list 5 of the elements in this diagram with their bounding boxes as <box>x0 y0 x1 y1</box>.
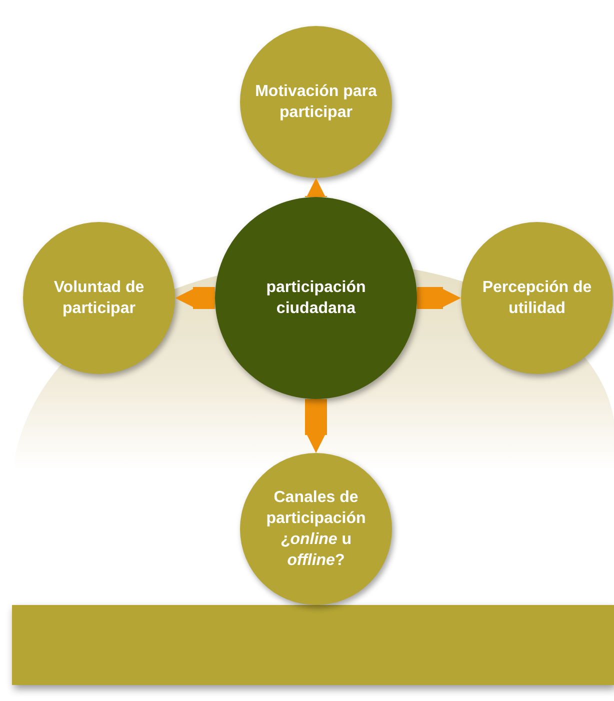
node-label: Motivación para participar <box>254 82 378 123</box>
node-label: Percepción de utilidad <box>481 278 593 319</box>
node-label: Voluntad de participar <box>52 278 146 319</box>
node-label: participación ciudadana <box>265 278 367 319</box>
node-label: Canales de participación ¿online u offline? <box>265 488 367 571</box>
